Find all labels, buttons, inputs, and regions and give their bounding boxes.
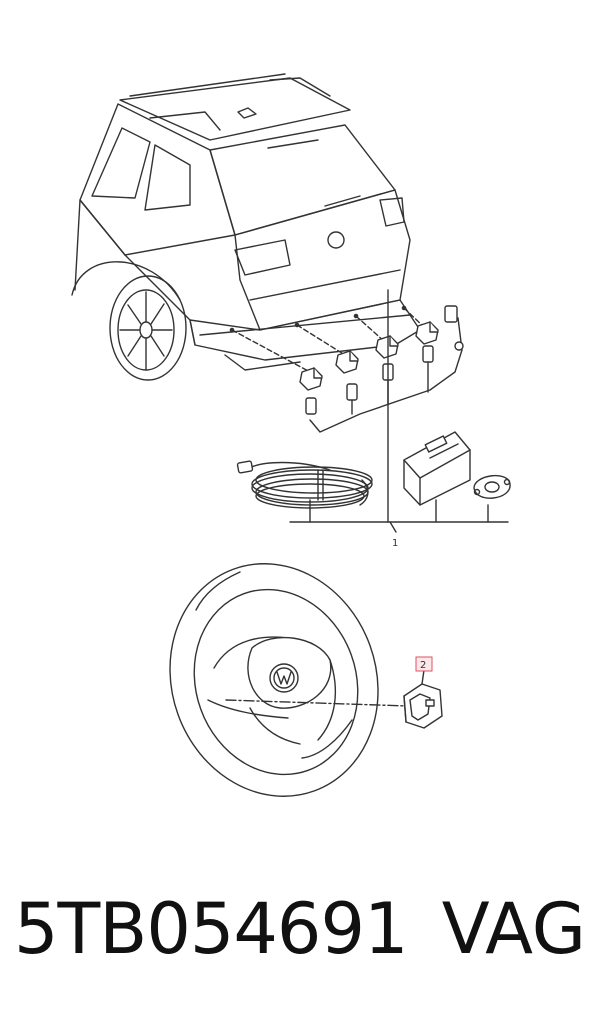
parking-aid-control-unit	[403, 431, 471, 506]
brand-label: VAG	[441, 888, 586, 970]
vehicle-rear-illustration	[71, 73, 426, 381]
parking-sensors	[299, 321, 439, 391]
extension-cable-coil	[236, 460, 373, 509]
sensor-wiring-harness	[305, 305, 464, 433]
callout-box-2	[415, 656, 433, 672]
park-assist-switch-unit	[403, 669, 443, 729]
parts-exploded-diagram: 1 2	[71, 73, 511, 797]
parking-sensor-1	[299, 367, 323, 391]
acoustic-warning-buzzer	[473, 474, 511, 499]
part-number-label: 5TB054691	[14, 888, 409, 970]
parking-sensor-3	[375, 335, 399, 359]
callout-label-1: 1	[392, 538, 398, 549]
callout-bracket-1	[289, 289, 509, 533]
parking-sensor-4	[415, 321, 439, 345]
callout-label-2: 2	[420, 660, 426, 671]
steering-wheel-illustration	[169, 563, 409, 797]
parking-sensor-2	[335, 350, 359, 374]
